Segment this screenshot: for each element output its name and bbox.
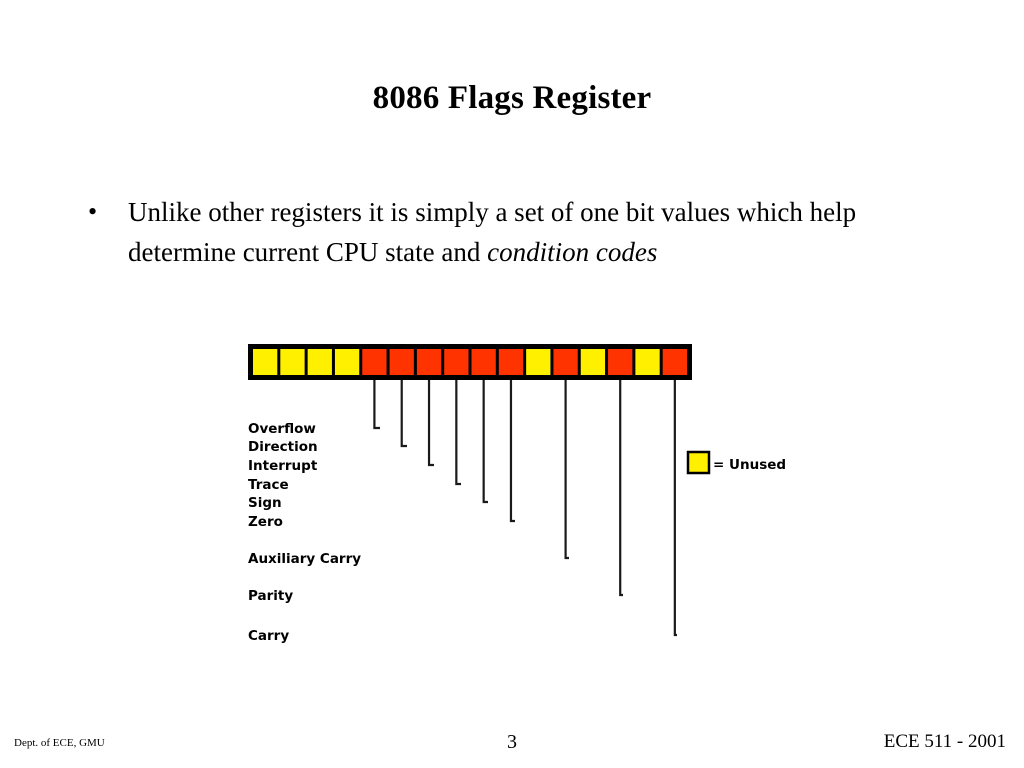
flag-label-direction: Direction (248, 439, 318, 455)
register-bit-5-direction (389, 349, 414, 375)
page-title: 8086 Flags Register (372, 80, 652, 116)
register-bit-3-unused (334, 349, 360, 375)
flag-label-sign: Sign (248, 495, 282, 511)
flag-label-parity: Parity (248, 588, 293, 604)
connector-interrupt (427, 380, 434, 467)
register-bit-10-unused (526, 349, 551, 375)
bullet-text-emphasis: condition codes (487, 237, 658, 267)
connector-overflow (373, 380, 380, 430)
connector-sign (482, 380, 488, 504)
connector-auxiliary-carry (564, 380, 569, 560)
register-bit-9-zero (498, 349, 524, 375)
register-bit-14-unused (635, 349, 660, 375)
register-bit-12-unused (580, 349, 606, 375)
connector-zero (509, 380, 515, 523)
bullet-marker-icon: • (88, 197, 98, 226)
register-bit-cells (253, 349, 687, 375)
register-bit-13-parity (608, 349, 633, 375)
register-bit-0-unused (253, 349, 278, 375)
bullet-item: • Unlike other registers it is simply a … (84, 192, 914, 272)
connector-parity (619, 380, 623, 597)
flag-label-trace: Trace (248, 477, 289, 493)
bullet-text: Unlike other registers it is simply a se… (128, 192, 914, 272)
callout-connector-lines (373, 380, 677, 637)
callout-labels: OverflowDirectionInterruptTraceSignZeroA… (248, 421, 361, 644)
connector-direction (400, 380, 407, 448)
register-bit-7-trace (444, 349, 469, 375)
bullet-text-plain: Unlike other registers it is simply a se… (128, 197, 857, 267)
footer-course: ECE 511 - 2001 (883, 731, 1006, 752)
flag-label-auxiliary-carry: Auxiliary Carry (248, 551, 361, 567)
slide-footer: Dept. of ECE, GMU 3 ECE 511 - 2001 (0, 728, 1024, 768)
register-bit-4-overflow (362, 349, 387, 375)
legend-swatch-unused (686, 450, 711, 475)
legend-label-unused: = Unused (713, 457, 786, 473)
register-bit-6-interrupt (416, 349, 442, 375)
body-content: • Unlike other registers it is simply a … (84, 192, 914, 272)
legend: = Unused (686, 450, 786, 475)
footer-page-number: 3 (507, 731, 517, 753)
flag-label-zero: Zero (248, 514, 283, 530)
register-bit-1-unused (280, 349, 305, 375)
footer-department: Dept. of ECE, GMU (14, 737, 105, 749)
register-bit-15-carry (662, 349, 687, 375)
register-bit-2-unused (307, 349, 332, 375)
flags-register-svg: OverflowDirectionInterruptTraceSignZeroA… (248, 344, 786, 644)
flag-label-interrupt: Interrupt (248, 458, 318, 474)
connector-carry (673, 380, 677, 637)
connector-trace (455, 380, 461, 486)
register-bit-11-auxiliary-carry (553, 349, 578, 375)
flag-label-carry: Carry (248, 628, 289, 644)
register-bit-8-sign (471, 349, 496, 375)
flag-label-overflow: Overflow (248, 421, 316, 437)
